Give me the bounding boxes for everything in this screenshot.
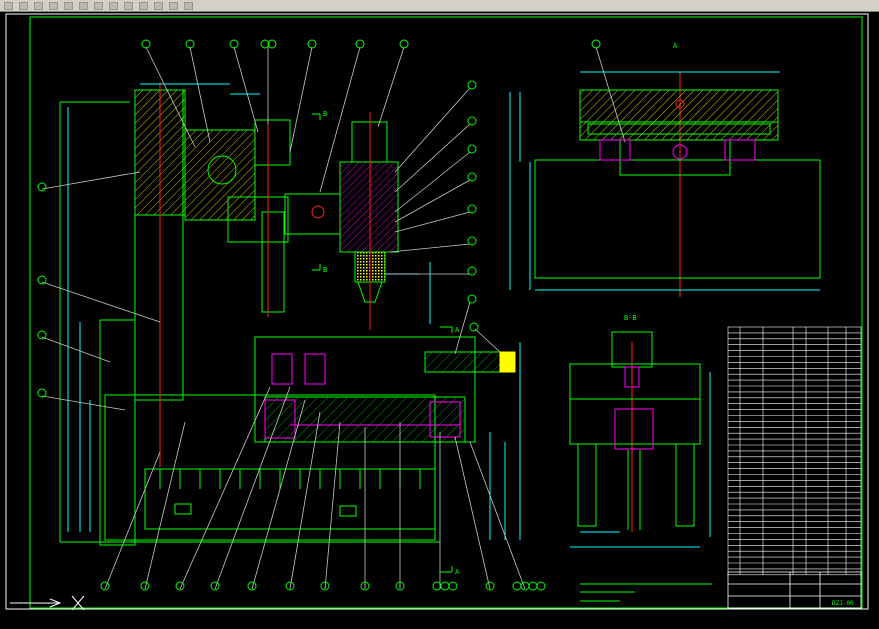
save-icon[interactable] — [19, 1, 28, 10]
plot-icon[interactable] — [169, 1, 178, 10]
part-balloons — [37, 39, 601, 591]
zoom-window-icon[interactable] — [94, 1, 103, 10]
properties-icon[interactable] — [109, 1, 118, 10]
section-label-b-bottom: B — [323, 266, 327, 274]
section-bb-view: B-B — [569, 314, 701, 530]
dimensions — [67, 71, 820, 548]
section-markers: B B A A — [312, 110, 460, 576]
front-view-highlighted-parts — [264, 353, 461, 439]
front-view — [59, 89, 516, 546]
leader-lines — [41, 46, 626, 590]
layer-icon[interactable] — [124, 1, 133, 10]
redo-icon[interactable] — [49, 1, 58, 10]
pan-icon[interactable] — [64, 1, 73, 10]
ucs-icon — [10, 595, 85, 611]
title-block: DZJ-00 — [727, 571, 862, 609]
block-icon[interactable] — [139, 1, 148, 10]
section-label-a-top: A — [455, 326, 460, 334]
parts-list-table — [727, 326, 862, 576]
undo-icon[interactable] — [34, 1, 43, 10]
technical-requirements — [580, 583, 712, 602]
help-icon[interactable] — [184, 1, 193, 10]
section-bb-title: B-B — [624, 314, 637, 322]
cad-toolbar — [0, 0, 879, 12]
view-a-title: A — [673, 42, 678, 50]
cad-drawing-canvas[interactable]: B B A A A B-B — [0, 12, 879, 629]
drawing-inner-frame — [29, 16, 863, 609]
drawing-number: DZJ-00 — [832, 600, 854, 607]
open-icon[interactable] — [4, 1, 13, 10]
section-label-b-top: B — [323, 110, 327, 118]
section-label-a-bottom: A — [455, 568, 460, 576]
side-view-a: A — [534, 42, 821, 279]
print-icon[interactable] — [154, 1, 163, 10]
zoom-icon[interactable] — [79, 1, 88, 10]
drawing-outer-frame — [5, 13, 869, 610]
